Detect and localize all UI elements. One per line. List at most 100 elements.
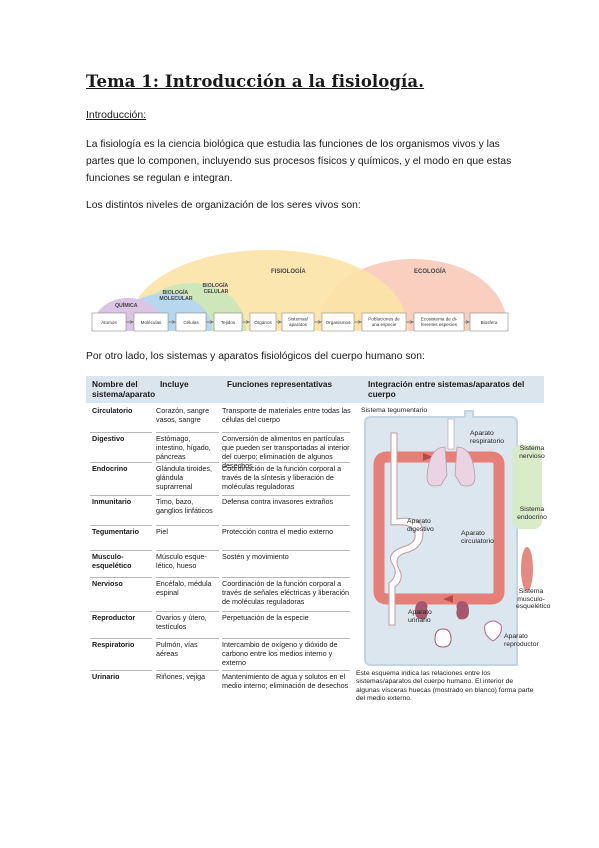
lungs-icon xyxy=(426,446,448,487)
level-box xyxy=(213,312,243,332)
systems-integration-figure xyxy=(364,410,542,666)
level-box xyxy=(175,312,207,332)
system-functions: Defensa contra invasores extraños xyxy=(222,497,334,506)
row-divider xyxy=(222,495,350,496)
figure-label-line: Aparato xyxy=(470,430,494,437)
figure-label-line: Sistema xyxy=(519,506,545,513)
level-box-label: Organismos xyxy=(326,320,351,325)
level-box-label: Biosfera xyxy=(481,320,498,325)
arrow-icon xyxy=(169,320,176,324)
system-functions: Transporte de materiales entre todas las… xyxy=(222,406,351,424)
system-functions: Coordinación de la función corporal a tr… xyxy=(222,464,342,491)
row-divider xyxy=(156,550,219,551)
trachea-icon xyxy=(447,418,455,450)
row-divider xyxy=(90,611,152,612)
row-divider xyxy=(90,670,152,671)
system-functions: Intercambio de oxígeno y dióxido de carb… xyxy=(222,640,338,667)
row-divider xyxy=(156,611,219,612)
system-name: Respiratorio xyxy=(92,640,135,649)
table-header: Nombre del sistema/aparato Incluye Funci… xyxy=(86,376,544,403)
circulation-loop xyxy=(373,451,505,605)
row-divider xyxy=(156,525,219,526)
system-functions: Conversión de alimentos en partículas qu… xyxy=(222,434,350,470)
level-box xyxy=(413,312,465,332)
header-funciones: Funciones representativas xyxy=(227,379,333,389)
row-divider xyxy=(156,577,219,578)
header-incluye: Incluye xyxy=(160,379,189,389)
system-includes: Corazón, sangre vasos, sangre xyxy=(156,406,210,424)
system-name: Circulatorio xyxy=(92,406,133,415)
arrow-icon xyxy=(277,320,282,324)
row-divider xyxy=(222,670,350,671)
intro-paragraph: La fisiología es la ciencia biológica qu… xyxy=(86,139,512,184)
system-name: Tegumentario xyxy=(92,527,139,536)
system-includes: Timo, bazo, ganglios linfáticos xyxy=(156,497,213,515)
level-box xyxy=(321,312,355,332)
level-box-label: Átomos xyxy=(101,319,117,325)
endocrine-box xyxy=(512,445,542,529)
figure-label-line: urinario xyxy=(408,616,431,624)
row-divider xyxy=(90,638,152,639)
system-name: Reproductor xyxy=(92,613,136,622)
figure-label-line: endocrino xyxy=(517,513,547,521)
arrow-icon xyxy=(355,320,362,324)
row-divider xyxy=(156,432,219,433)
figure-caption: Este esquema indica las relaciones entre… xyxy=(356,670,534,703)
figure-label-line: nervioso xyxy=(519,452,545,460)
row-divider xyxy=(90,525,152,526)
arrow-icon xyxy=(465,320,470,324)
row-divider xyxy=(222,611,350,612)
row-divider xyxy=(90,550,152,551)
circulation-arrow-icon xyxy=(423,453,433,461)
organization-levels-diagram: FISIOLOGÍA ECOLOGÍA QUÍMICA BIOLOGÍA MOL… xyxy=(91,250,509,332)
levels-intro-paragraph: Los distintos niveles de organización de… xyxy=(86,200,361,211)
system-name: Digestivo xyxy=(92,434,125,443)
system-includes: Piel xyxy=(156,527,168,536)
level-box-label: Células xyxy=(183,320,199,325)
figure-label-line: reproductor xyxy=(504,640,539,648)
level-box-label: Sistemas/aparatos xyxy=(288,317,309,328)
bladder-icon xyxy=(434,628,452,648)
header-integracion: Integración entre sistemas/aparatos del … xyxy=(368,379,525,399)
figure-label-line: Sistema xyxy=(519,445,545,452)
system-functions: Protección contra el medio externo xyxy=(222,527,334,536)
page-title: Tema 1: Introducción a la fisiología. xyxy=(86,72,425,91)
system-functions: Sostén y movimiento xyxy=(222,552,289,561)
level-box xyxy=(281,312,315,332)
figure-label-line: digestivo xyxy=(407,525,434,533)
system-name: Urinario xyxy=(92,672,120,681)
row-divider xyxy=(222,432,350,433)
level-box-label: Tejidos xyxy=(221,320,236,325)
arc-label-biologia-molecular: BIOLOGÍA MOLECULAR xyxy=(159,288,192,302)
row-divider xyxy=(156,670,219,671)
figure-label-line: Aparato xyxy=(504,633,528,640)
row-divider xyxy=(90,432,152,433)
arc-label-quimica: QUÍMICA xyxy=(115,301,138,309)
figure-label-line: Aparato xyxy=(461,530,485,537)
system-functions: Mantenimiento de agua y solutos en el me… xyxy=(222,672,349,690)
figure-label-line: circulatorio xyxy=(461,537,494,545)
figure-label-tegumentario: Sistema tegumentario xyxy=(361,407,428,414)
row-divider xyxy=(90,495,152,496)
digestive-tract-icon xyxy=(388,432,424,626)
arc-label-fisiologia: FISIOLOGÍA xyxy=(271,267,306,275)
row-divider xyxy=(222,638,350,639)
figure-label-line: Sistema xyxy=(518,588,544,595)
system-name: Inmunitario xyxy=(92,497,132,506)
arrow-icon xyxy=(315,320,322,324)
system-includes: Estómago, intestino, hígado, páncreas xyxy=(156,434,211,461)
row-divider xyxy=(222,550,350,551)
system-name: Musculo-esquelético xyxy=(92,552,132,570)
arrow-icon xyxy=(407,320,414,324)
arrow-icon xyxy=(127,320,134,324)
system-functions: Coordinación de la función corporal a tr… xyxy=(222,579,350,606)
system-includes: Riñones, vejiga xyxy=(156,672,206,681)
level-box xyxy=(133,312,169,332)
level-box-label: Moléculas xyxy=(141,320,162,325)
